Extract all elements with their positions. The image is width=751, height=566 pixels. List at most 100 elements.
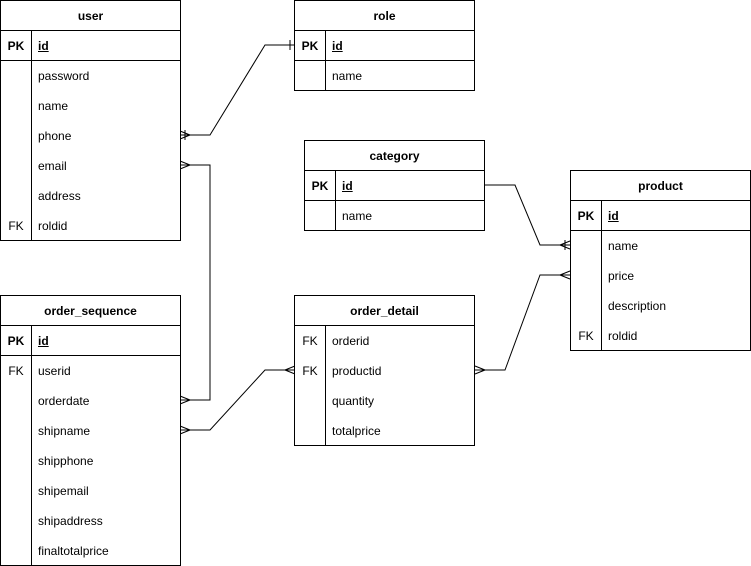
attribute-name: price: [608, 269, 635, 283]
entity-attribute-row[interactable]: PK id: [571, 201, 750, 231]
key-marker: [1, 506, 31, 536]
entity-attribute-row[interactable]: shipphone: [1, 446, 180, 476]
entity-attribute-row[interactable]: name: [305, 201, 484, 231]
attribute-name: description: [608, 299, 667, 313]
entity-attribute-row[interactable]: totalprice: [295, 416, 474, 446]
key-marker: PK: [577, 209, 595, 223]
entity-attribute-row[interactable]: email: [1, 151, 180, 181]
attribute-name: address: [38, 189, 81, 203]
entity-attribute-row[interactable]: name: [295, 61, 474, 91]
entity-attribute-row[interactable]: shipaddress: [1, 506, 180, 536]
attribute-name: shipaddress: [38, 514, 103, 528]
key-marker: FK: [302, 334, 318, 348]
key-marker: [295, 416, 325, 446]
key-marker: PK: [301, 39, 319, 53]
entity-attribute-row[interactable]: name: [1, 91, 180, 121]
entity-attribute-row[interactable]: address: [1, 181, 180, 211]
key-marker: [1, 536, 31, 566]
entity-attribute-row[interactable]: FK userid: [1, 356, 180, 386]
attribute-name: name: [38, 99, 69, 113]
attribute-name: id: [38, 39, 49, 53]
connector-order-detail-product: [474, 270, 571, 375]
key-column-divider: [31, 31, 32, 240]
attribute-name: quantity: [332, 394, 375, 408]
entity-attribute-row[interactable]: FK roldid: [1, 211, 180, 241]
attribute-name: name: [342, 209, 373, 223]
key-marker: FK: [302, 364, 318, 378]
entity-attribute-row[interactable]: description: [571, 291, 750, 321]
key-marker: FK: [578, 329, 594, 343]
entity-title: product: [571, 171, 750, 201]
key-marker: FK: [8, 219, 24, 233]
entity-attribute-row[interactable]: password: [1, 61, 180, 91]
key-marker: [571, 261, 601, 291]
key-marker: [1, 151, 31, 181]
key-marker: [1, 446, 31, 476]
key-column-divider: [325, 31, 326, 90]
key-marker: [1, 91, 31, 121]
key-marker: [1, 181, 31, 211]
attribute-name: totalprice: [332, 424, 381, 438]
attribute-name: shipname: [38, 424, 91, 438]
connector-category-product: [485, 184, 571, 250]
attribute-name: password: [38, 69, 90, 83]
entity-attribute-row[interactable]: price: [571, 261, 750, 291]
entity-attribute-row[interactable]: shipname: [1, 416, 180, 446]
attribute-name: name: [332, 69, 363, 83]
entity-attribute-row[interactable]: finaltotalprice: [1, 536, 180, 566]
attribute-name: email: [38, 159, 67, 173]
entity-attribute-row[interactable]: phone: [1, 121, 180, 151]
entity-attribute-row[interactable]: name: [571, 231, 750, 261]
attribute-name: userid: [38, 364, 71, 378]
attribute-name: id: [608, 209, 619, 223]
key-marker: [305, 201, 335, 231]
entity-attribute-row[interactable]: shipemail: [1, 476, 180, 506]
attribute-name: finaltotalprice: [38, 544, 109, 558]
key-column-divider: [335, 171, 336, 230]
attribute-name: productid: [332, 364, 382, 378]
key-marker: [1, 61, 31, 91]
entity-title: order_sequence: [1, 296, 180, 326]
attribute-name: orderdate: [38, 394, 90, 408]
key-marker: [295, 386, 325, 416]
entity-attribute-row[interactable]: FK productid: [295, 356, 474, 386]
key-column-divider: [325, 326, 326, 445]
key-marker: [1, 386, 31, 416]
attribute-name: shipphone: [38, 454, 94, 468]
entity-attribute-row[interactable]: orderdate: [1, 386, 180, 416]
entity-title: category: [305, 141, 484, 171]
attribute-name: phone: [38, 129, 72, 143]
entity-title: role: [295, 1, 474, 31]
attribute-name: id: [38, 334, 49, 348]
key-marker: [1, 121, 31, 151]
attribute-name: roldid: [38, 219, 68, 233]
key-marker: [1, 416, 31, 446]
key-marker: PK: [311, 179, 329, 193]
connector-user-order-sequence: [179, 160, 211, 405]
key-marker: [1, 476, 31, 506]
entity-attribute-row[interactable]: quantity: [295, 386, 474, 416]
connector-order-sequence-order-detail: [179, 365, 296, 435]
key-marker: FK: [8, 364, 24, 378]
key-column-divider: [31, 326, 32, 565]
key-marker: [571, 231, 601, 261]
